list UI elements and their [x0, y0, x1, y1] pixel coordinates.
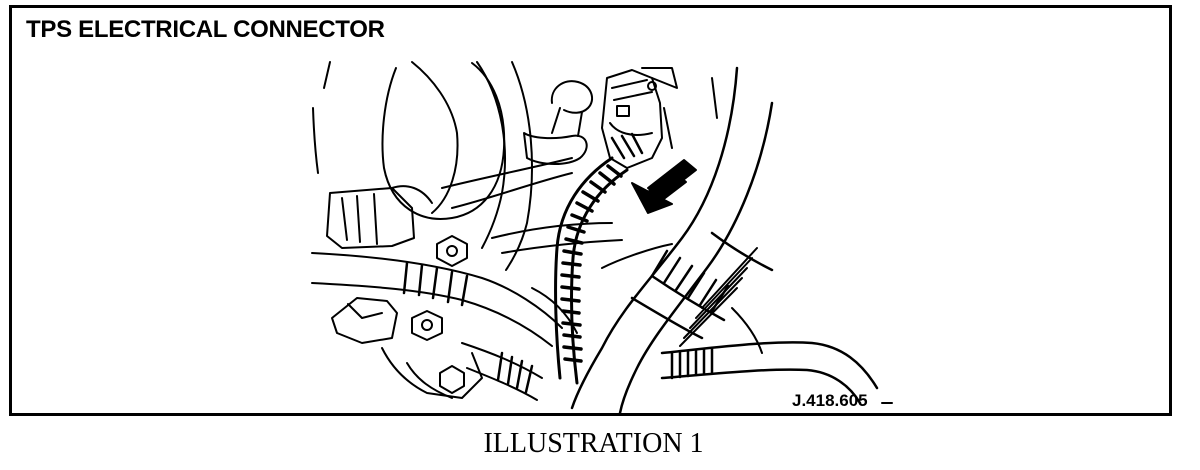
hose-upper — [311, 252, 563, 329]
reference-code: J.418.605 — [792, 391, 868, 410]
edge-stroke-left-2 — [312, 107, 319, 174]
bracket — [331, 297, 398, 344]
figure-title: TPS ELECTRICAL CONNECTOR — [26, 16, 385, 43]
pointer-arrow — [631, 159, 697, 214]
upper-housing — [381, 62, 506, 220]
illustration-frame: TPS ELECTRICAL CONNECTOR — [9, 5, 1172, 416]
bolt-lower — [411, 310, 443, 341]
edge-stroke-left — [323, 61, 331, 89]
illustration-caption: ILLUSTRATION 1 — [483, 428, 704, 459]
bolt-head — [436, 235, 468, 267]
tps-connector — [601, 69, 663, 169]
corrugated-pipe-lower — [461, 342, 543, 401]
engine-line-drawing — [311, 61, 893, 413]
lower-right-pipe — [660, 341, 879, 390]
mount-boss — [550, 80, 594, 114]
nut-lower — [439, 365, 465, 394]
wiring-conduit — [554, 156, 614, 380]
intake-body — [326, 187, 415, 249]
